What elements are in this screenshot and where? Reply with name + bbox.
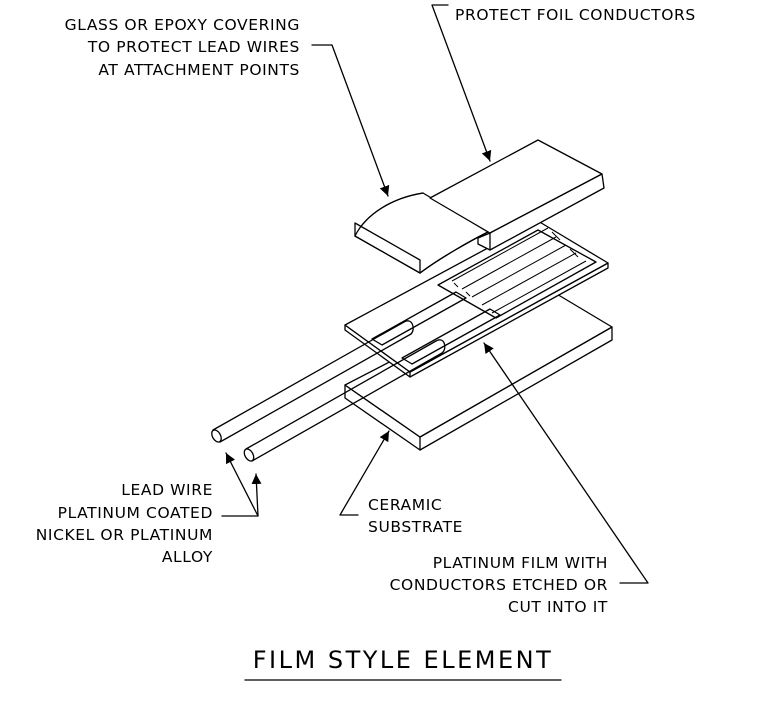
etched-conductor-pattern — [437, 227, 597, 319]
lead-wire-1 — [211, 320, 414, 443]
callout-line: CERAMIC — [368, 496, 442, 514]
diagram-title: FILM STYLE ELEMENT — [253, 646, 554, 674]
callout-lead-wire: LEAD WIRE PLATINUM COATED NICKEL OR PLAT… — [36, 481, 213, 566]
callout-line: PLATINUM COATED — [58, 504, 213, 522]
callout-line: AT ATTACHMENT POINTS — [98, 61, 300, 79]
callout-ceramic-substrate: CERAMIC SUBSTRATE — [368, 496, 463, 536]
callout-line: PROTECT FOIL CONDUCTORS — [455, 6, 696, 24]
protective-cover-plate — [429, 139, 605, 251]
callout-line: LEAD WIRE — [121, 481, 213, 499]
callout-line: SUBSTRATE — [368, 518, 463, 536]
callout-line: CONDUCTORS ETCHED OR — [390, 576, 608, 594]
callout-glass-epoxy: GLASS OR EPOXY COVERING TO PROTECT LEAD … — [65, 16, 300, 79]
callout-line: NICKEL OR PLATINUM — [36, 526, 213, 544]
callout-protect-foil: PROTECT FOIL CONDUCTORS — [455, 6, 696, 24]
callout-line: CUT INTO IT — [508, 598, 608, 616]
callout-line: TO PROTECT LEAD WIRES — [87, 38, 300, 56]
lead-wire-2 — [243, 339, 446, 462]
callout-line: ALLOY — [162, 548, 213, 566]
callout-line: GLASS OR EPOXY COVERING — [65, 16, 300, 34]
callout-line: PLATINUM FILM WITH — [433, 554, 608, 572]
callout-platinum-film: PLATINUM FILM WITH CONDUCTORS ETCHED OR … — [390, 554, 608, 616]
leader-lines — [221, 4, 649, 681]
